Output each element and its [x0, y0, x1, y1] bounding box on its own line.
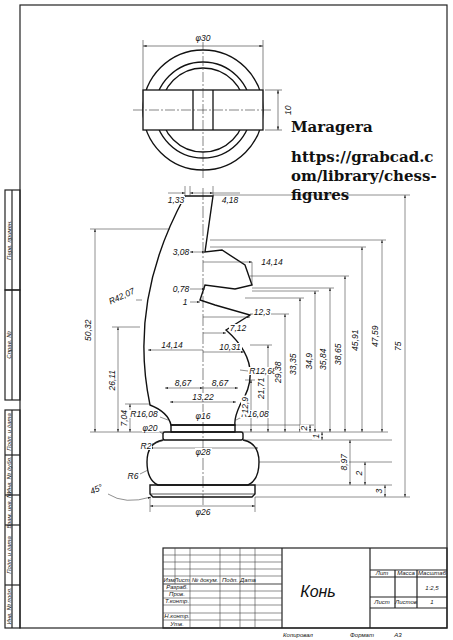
- dimension: 45,91: [352, 328, 361, 351]
- table-cell: Изм: [162, 577, 175, 583]
- dimension: 8,67: [211, 379, 230, 388]
- dimension: 2: [300, 425, 309, 432]
- dimension: φ30: [195, 34, 212, 43]
- radius-label: R42,07: [107, 286, 137, 306]
- dimension: 1: [312, 433, 321, 440]
- radius-label: R2: [140, 442, 153, 451]
- part-name: Конь: [299, 584, 337, 600]
- table-cell: Копировал: [282, 632, 314, 638]
- table-cell: Дата: [239, 577, 257, 583]
- table-cell: 1:2,5: [424, 585, 439, 591]
- stamp-cell: Справ. №: [6, 330, 12, 359]
- dimension: 7,12: [229, 324, 248, 333]
- dimension: 8,67: [174, 379, 193, 388]
- source-url: https://grabcad.com/library/chess-figure…: [290, 148, 442, 204]
- dimension: 33,35: [290, 352, 299, 375]
- dimension: 47,59: [372, 324, 381, 347]
- dimension: 10,31: [218, 343, 241, 352]
- dimension: 75: [395, 340, 404, 351]
- dimension: 1: [182, 298, 189, 307]
- table-cell: Н.контр.: [163, 613, 190, 619]
- dimension: φ28: [195, 448, 212, 457]
- dimension: φ16: [195, 412, 212, 421]
- dimension: 35,84: [320, 347, 329, 370]
- dimension: 38,65: [335, 342, 344, 365]
- dimension: 2: [355, 470, 364, 477]
- table-cell: Пров.: [168, 591, 186, 597]
- dimension: 26,11: [108, 369, 117, 392]
- stamp-cell: Инв. № подл.: [6, 586, 12, 625]
- dimension: φ26: [195, 508, 212, 517]
- stamp-cell: Подп. и дата: [6, 412, 12, 452]
- stamp-cell: Подп. и дата: [6, 535, 12, 575]
- dimension: 34,9: [305, 352, 314, 371]
- dimension: 21,71: [258, 376, 267, 399]
- radius-label: R16,08: [129, 410, 158, 419]
- dimension: 1,33: [167, 196, 186, 205]
- angle-label: 45°: [87, 482, 104, 496]
- table-cell: № докум.: [191, 577, 219, 583]
- dimension: 8,97: [340, 453, 349, 472]
- table-cell: Формат: [349, 632, 375, 638]
- radius-label: R6: [127, 472, 140, 481]
- table-cell: Масштаб: [417, 570, 447, 576]
- dimension: 50,32: [85, 318, 94, 341]
- table-cell: Масса: [396, 570, 416, 576]
- table-cell: 1: [429, 599, 434, 605]
- stamp-cell: Взам. инв. №: [6, 490, 12, 529]
- table-cell: Листов: [394, 599, 418, 605]
- table-cell: Подп.: [221, 577, 239, 583]
- dimension: 12,3: [253, 308, 272, 317]
- dimension: 10: [285, 104, 294, 115]
- table-cell: Лист: [373, 599, 390, 605]
- table-cell: Разраб.: [165, 584, 189, 590]
- stamp-cell: Инв. № дубл.: [6, 456, 12, 495]
- dimension: 14,14: [160, 341, 183, 350]
- dimension: 14,14: [260, 258, 283, 267]
- dimension: 4,18: [221, 196, 240, 205]
- dimension: 0,78: [172, 285, 191, 294]
- dimension: 7,04: [120, 409, 129, 428]
- dimension: 3,08: [172, 248, 191, 257]
- table-cell: A3: [393, 632, 402, 638]
- table-cell: Т.контр.: [164, 598, 190, 604]
- table-cell: Лист: [173, 577, 190, 583]
- radius-label: R12,68: [248, 367, 277, 376]
- dimension: φ20: [142, 424, 159, 433]
- author-name: Maragera: [290, 118, 442, 137]
- dimension: 12,9: [241, 396, 250, 415]
- dimension: 13,22: [191, 393, 214, 402]
- dimension: 29,38: [275, 360, 284, 383]
- table-cell: Лит: [375, 570, 389, 576]
- stamp-cell: Перв. примен.: [6, 219, 12, 261]
- dimension: 3: [375, 488, 384, 495]
- table-cell: Утв.: [169, 621, 185, 627]
